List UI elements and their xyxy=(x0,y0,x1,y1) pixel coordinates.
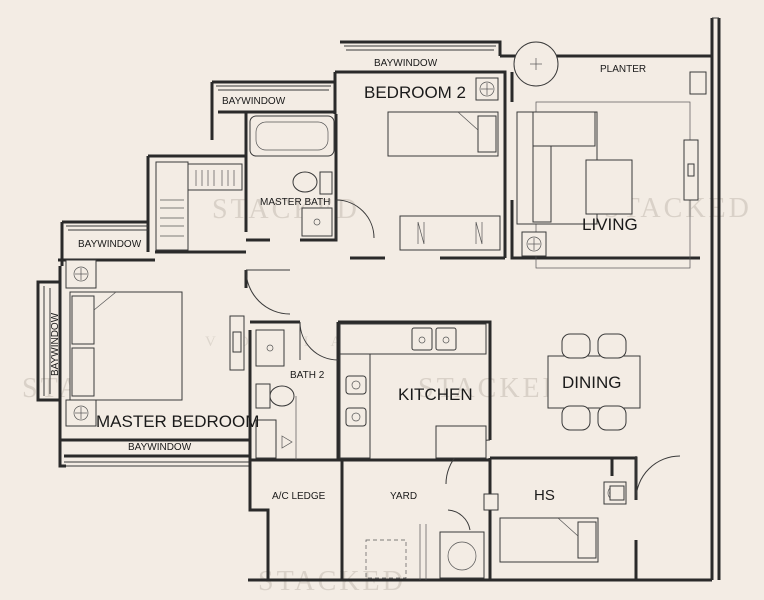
coffee-table-icon xyxy=(585,159,633,215)
stove-icon xyxy=(345,375,367,395)
label-bedroom-2: BEDROOM 2 xyxy=(364,83,466,102)
label-yard: YARD xyxy=(390,491,417,502)
shower-icon xyxy=(255,419,277,459)
label-master-bath: MASTER BATH xyxy=(260,197,330,208)
fridge-icon xyxy=(435,425,487,459)
dining-table-icon xyxy=(547,355,641,409)
label-baywindow-master-bath: BAYWINDOW xyxy=(222,96,286,107)
label-kitchen: KITCHEN xyxy=(398,385,473,404)
chair-icon xyxy=(597,333,627,359)
label-dining: DINING xyxy=(562,373,622,392)
watermark-stacked: STACKED xyxy=(212,194,360,225)
sink-icon xyxy=(301,207,333,237)
sink-icon xyxy=(255,329,285,367)
label-baywindow-master-top: BAYWINDOW xyxy=(78,239,142,250)
chair-icon xyxy=(597,405,627,431)
dryer-icon xyxy=(439,531,485,579)
wardrobe-icon xyxy=(155,161,189,251)
toilet-icon xyxy=(269,385,295,407)
label-baywindow-master-bottom: BAYWINDOW xyxy=(128,442,192,453)
toilet-icon xyxy=(292,171,318,193)
chair-icon xyxy=(561,405,591,431)
label-baywindow-bedroom2: BAYWINDOW xyxy=(374,58,438,69)
sink-icon xyxy=(411,327,433,351)
wardrobe-icon xyxy=(399,215,501,251)
chair-icon xyxy=(561,333,591,359)
bathtub-icon xyxy=(249,115,335,157)
label-planter: PLANTER xyxy=(600,64,646,75)
label-master-bedroom: MASTER BEDROOM xyxy=(96,412,259,431)
washer-icon xyxy=(365,539,407,579)
label-ac-ledge: A/C LEDGE xyxy=(272,491,326,502)
label-bath-2: BATH 2 xyxy=(290,370,325,381)
watermark-faint: VOKIAN xyxy=(205,334,396,350)
label-baywindow-master-left: BAYWINDOW xyxy=(50,312,61,376)
label-living: LIVING xyxy=(582,215,638,234)
room-labels: BEDROOM 2 LIVING MASTER BATH MASTER BEDR… xyxy=(50,58,646,504)
label-hs: HS xyxy=(534,487,555,504)
furniture xyxy=(65,41,707,580)
